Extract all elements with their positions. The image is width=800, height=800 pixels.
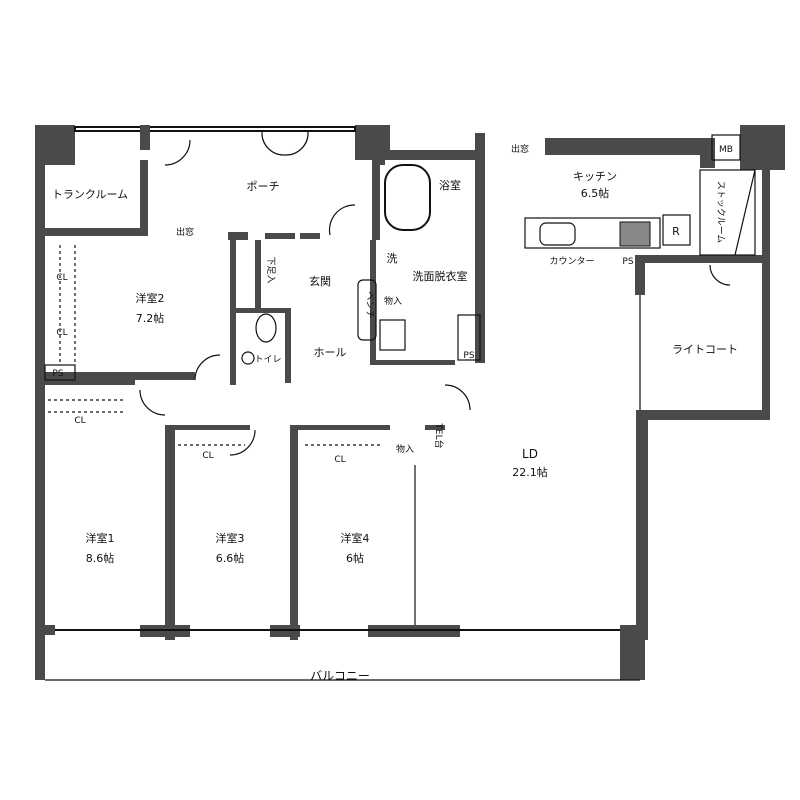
label-ps-western2: PS <box>52 369 63 379</box>
ps-box <box>44 364 76 381</box>
label-shoe-storage: 下足入 <box>265 256 276 283</box>
label-bay-window-1: 出窓 <box>176 226 194 238</box>
label-toilet: トイレ <box>254 355 281 365</box>
label-washroom: 洗面脱衣室 <box>413 269 468 283</box>
label-western1: 洋室1 <box>86 531 115 545</box>
label-kitchen: キッチン <box>573 170 617 183</box>
label-western3-size: 6.6帖 <box>216 552 245 565</box>
label-bay-window-2: 出窓 <box>511 143 529 155</box>
mb-box <box>711 134 741 161</box>
fixtures <box>44 131 756 456</box>
walls <box>35 125 785 681</box>
label-western1-size: 8.6帖 <box>86 552 115 565</box>
label-closet-b: CL <box>56 328 67 338</box>
label-counter: カウンター <box>549 256 594 267</box>
label-balcony: バルコニー <box>310 669 370 683</box>
label-hall: ホール <box>314 346 347 359</box>
label-western4: 洋室4 <box>341 531 370 545</box>
label-meter-box: MB <box>719 145 733 155</box>
label-ld: LD <box>522 447 538 461</box>
kitchen-counter <box>524 217 661 249</box>
label-western2-size: 7.2帖 <box>136 312 165 325</box>
label-trunk-room: トランクルーム <box>52 188 128 201</box>
label-light-court: ライトコート <box>672 343 738 356</box>
label-washer: 洗 <box>387 252 398 265</box>
label-porch: ポーチ <box>247 180 280 193</box>
ps-wash-box <box>457 314 481 361</box>
sink-icon <box>539 222 576 246</box>
toilet-icon <box>255 313 277 343</box>
label-storage-wash: 物入 <box>384 295 402 307</box>
label-bathroom: 浴室 <box>439 178 461 192</box>
toilet-sink-icon <box>241 351 255 365</box>
label-ps-wash: PS <box>463 351 474 361</box>
bathtub-icon <box>384 164 431 231</box>
label-ld-size: 22.1帖 <box>512 466 548 479</box>
bench-box <box>357 279 377 341</box>
label-stock-room: ストックルーム <box>715 181 726 243</box>
label-entrance: 玄関 <box>309 274 331 288</box>
label-kitchen-size: 6.5帖 <box>581 187 610 200</box>
label-closet-3: CL <box>202 451 213 461</box>
label-western3: 洋室3 <box>216 531 245 545</box>
label-closet-a: CL <box>56 273 67 283</box>
label-storage-hall: 物入 <box>396 443 414 455</box>
fridge-box <box>662 214 691 246</box>
stove-icon <box>619 221 651 247</box>
label-fridge: R <box>672 225 680 238</box>
label-ps-kitchen: PS <box>622 257 633 267</box>
label-tel-stand: TEL台 <box>433 422 445 448</box>
label-closet-1: CL <box>74 416 85 426</box>
label-closet-4: CL <box>334 455 345 465</box>
label-western4-size: 6帖 <box>346 552 364 565</box>
labels: トランクルーム ポーチ 出窓 出窓 浴室 キッチン 6.5帖 MB ストックルー… <box>52 143 738 683</box>
wash-basin-icon <box>379 319 406 351</box>
label-western2: 洋室2 <box>136 291 165 305</box>
stock-room-box <box>699 169 756 256</box>
label-bench: ベンチ <box>364 291 375 318</box>
